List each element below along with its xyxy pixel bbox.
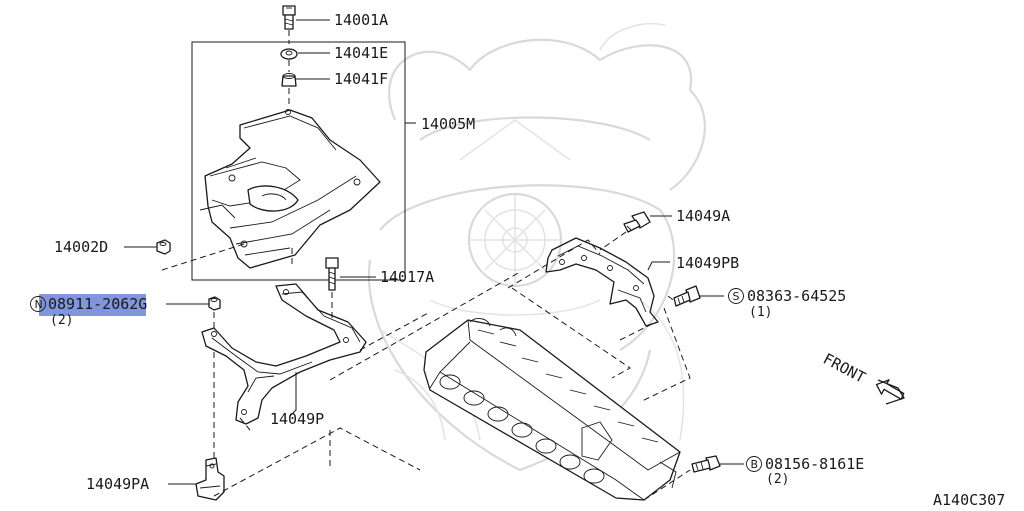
- assembly-dashed-lines: [213, 239, 691, 501]
- prefix-N: N: [35, 298, 43, 311]
- label-14017A[interactable]: 14017A: [380, 268, 434, 286]
- engine-cover-14005M[interactable]: [199, 109, 381, 269]
- nut-14002D[interactable]: [156, 239, 245, 271]
- selection-highlight: [39, 294, 146, 316]
- part-labels: 14001A 14041E 14041F 14005M 14002D 14017…: [30, 11, 1005, 509]
- bracket-14049PA[interactable]: [195, 352, 225, 501]
- label-14049A[interactable]: 14049A: [676, 207, 730, 225]
- leader-lines: [124, 19, 744, 485]
- label-08363-64525[interactable]: S 08363-64525 (1): [728, 287, 847, 320]
- prefix-B: B: [751, 458, 759, 471]
- label-08911-2062G[interactable]: N 08911-2062G (2): [30, 294, 148, 328]
- label-08156-8161E[interactable]: B 08156-8161E (2): [746, 455, 865, 487]
- intake-ports: [439, 374, 605, 484]
- label-14041F[interactable]: 14041F: [334, 70, 388, 88]
- bolt-14001A[interactable]: [282, 5, 296, 44]
- grommet-14041F[interactable]: [281, 73, 297, 109]
- drawing-code: A140C307: [933, 491, 1005, 509]
- washer-14041E[interactable]: [280, 48, 298, 72]
- part-number-08911-2062G: 08911-2062G: [48, 295, 147, 313]
- label-14049PB[interactable]: 14049PB: [676, 254, 739, 272]
- front-label: FRONT: [820, 350, 868, 387]
- bolt-08156-8161E[interactable]: [691, 455, 721, 473]
- watermark-emblem: [367, 23, 706, 472]
- engine-cover-group: [191, 41, 406, 281]
- cam-caps: [469, 318, 659, 443]
- part-number-08363-64525: 08363-64525: [747, 287, 846, 305]
- qty-08156-8161E: (2): [766, 472, 789, 487]
- bolt-08363-64525[interactable]: [673, 285, 701, 307]
- label-14002D[interactable]: 14002D: [54, 238, 108, 256]
- bracket-14049P[interactable]: [201, 283, 367, 425]
- front-direction-indicator: FRONT: [820, 350, 905, 405]
- prefix-S: S: [733, 290, 740, 303]
- qty-08911-2062G: (2): [50, 313, 73, 328]
- bolt-14049A[interactable]: [599, 211, 651, 251]
- cylinder-head[interactable]: [423, 318, 681, 501]
- label-14049PA[interactable]: 14049PA: [86, 475, 149, 493]
- label-14041E[interactable]: 14041E: [334, 44, 388, 62]
- qty-08363-64525: (1): [749, 305, 772, 320]
- stud-14017A[interactable]: [325, 257, 339, 318]
- label-14001A[interactable]: 14001A: [334, 11, 388, 29]
- label-14005M[interactable]: 14005M: [421, 115, 475, 133]
- part-number-08156-8161E: 08156-8161E: [765, 455, 864, 473]
- label-14049P[interactable]: 14049P: [270, 410, 324, 428]
- nut-08911-2062G[interactable]: [208, 296, 221, 330]
- bracket-14049PB[interactable]: [545, 237, 659, 327]
